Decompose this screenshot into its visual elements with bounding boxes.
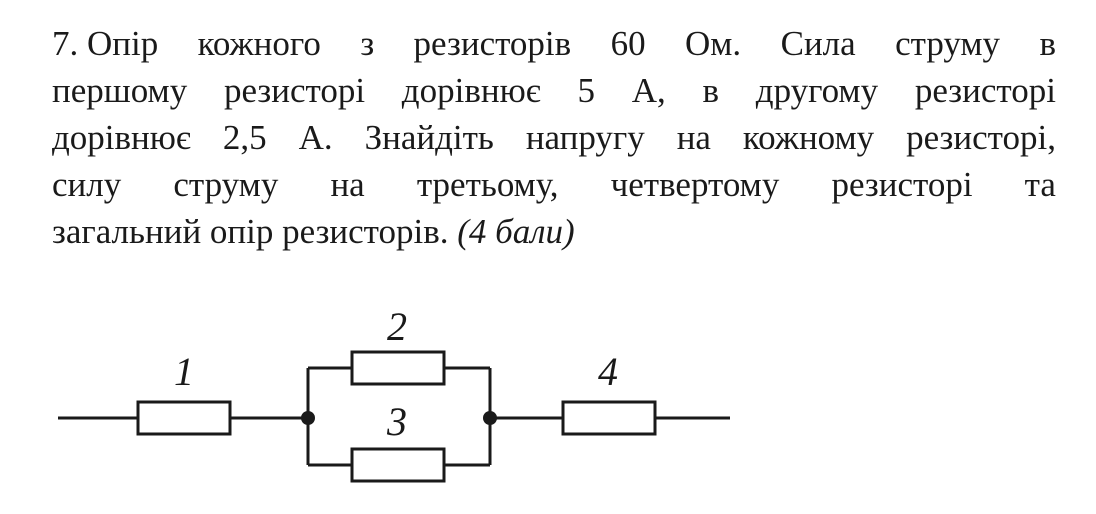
word: на (330, 165, 365, 204)
word: 7. Опір (52, 24, 159, 63)
problem-line-5: загальний опір резисторів. (4 бали) (52, 208, 1056, 255)
word: Ом. (685, 24, 742, 63)
word: третьому, (416, 165, 559, 204)
junction-dot-a (301, 411, 315, 425)
word: та (1024, 165, 1056, 204)
word: резисторі (914, 71, 1056, 110)
resistor-2 (350, 350, 446, 386)
resistor-4 (561, 400, 657, 436)
label-resistor-2: 2 (387, 304, 407, 349)
word: першому (52, 71, 188, 110)
label-resistor-4: 4 (598, 349, 618, 394)
problem-line-1: 7. Опір кожного з резисторів 60 Ом. Сила… (52, 20, 1056, 67)
problem-line-3: дорівнює 2,5 А. Знайдіть напругу на кожн… (52, 114, 1056, 161)
word: А. (298, 118, 333, 157)
word: кожному (742, 118, 875, 157)
resistor-1 (136, 400, 232, 436)
word: кожного (197, 24, 321, 63)
problem-line-4: силу струму на третьому, четвертому рези… (52, 161, 1056, 208)
word: 60 (610, 24, 646, 63)
word: Знайдіть (364, 118, 494, 157)
word: четвертому (610, 165, 780, 204)
word: загальний опір резисторів. (52, 212, 449, 251)
word: резисторів (413, 24, 572, 63)
word: 5 (577, 71, 596, 110)
label-resistor-3: 3 (386, 399, 407, 444)
word: другому (755, 71, 879, 110)
word: з (360, 24, 375, 63)
word: струму (173, 165, 279, 204)
word: А, (631, 71, 666, 110)
word: напругу (525, 118, 645, 157)
junction-dot-b (483, 411, 497, 425)
word: струму (895, 24, 1001, 63)
label-resistor-1: 1 (174, 349, 194, 394)
word: резисторі, (906, 118, 1056, 157)
word: резисторі (831, 165, 973, 204)
word: резисторі (223, 71, 366, 110)
word: силу (52, 165, 122, 204)
word: в (1039, 24, 1056, 63)
problem-text: 7. Опір кожного з резисторів 60 Ом. Сила… (52, 20, 1056, 255)
word: в (702, 71, 720, 110)
word: Сила (780, 24, 856, 63)
word: дорівнює (52, 118, 191, 157)
word: на (676, 118, 711, 157)
problem-line-2: першому резисторі дорівнює 5 А, в другом… (52, 67, 1056, 114)
word: 2,5 (222, 118, 267, 157)
points-label: (4 бали) (457, 212, 575, 251)
word: дорівнює (401, 71, 541, 110)
resistor-3 (350, 447, 446, 483)
